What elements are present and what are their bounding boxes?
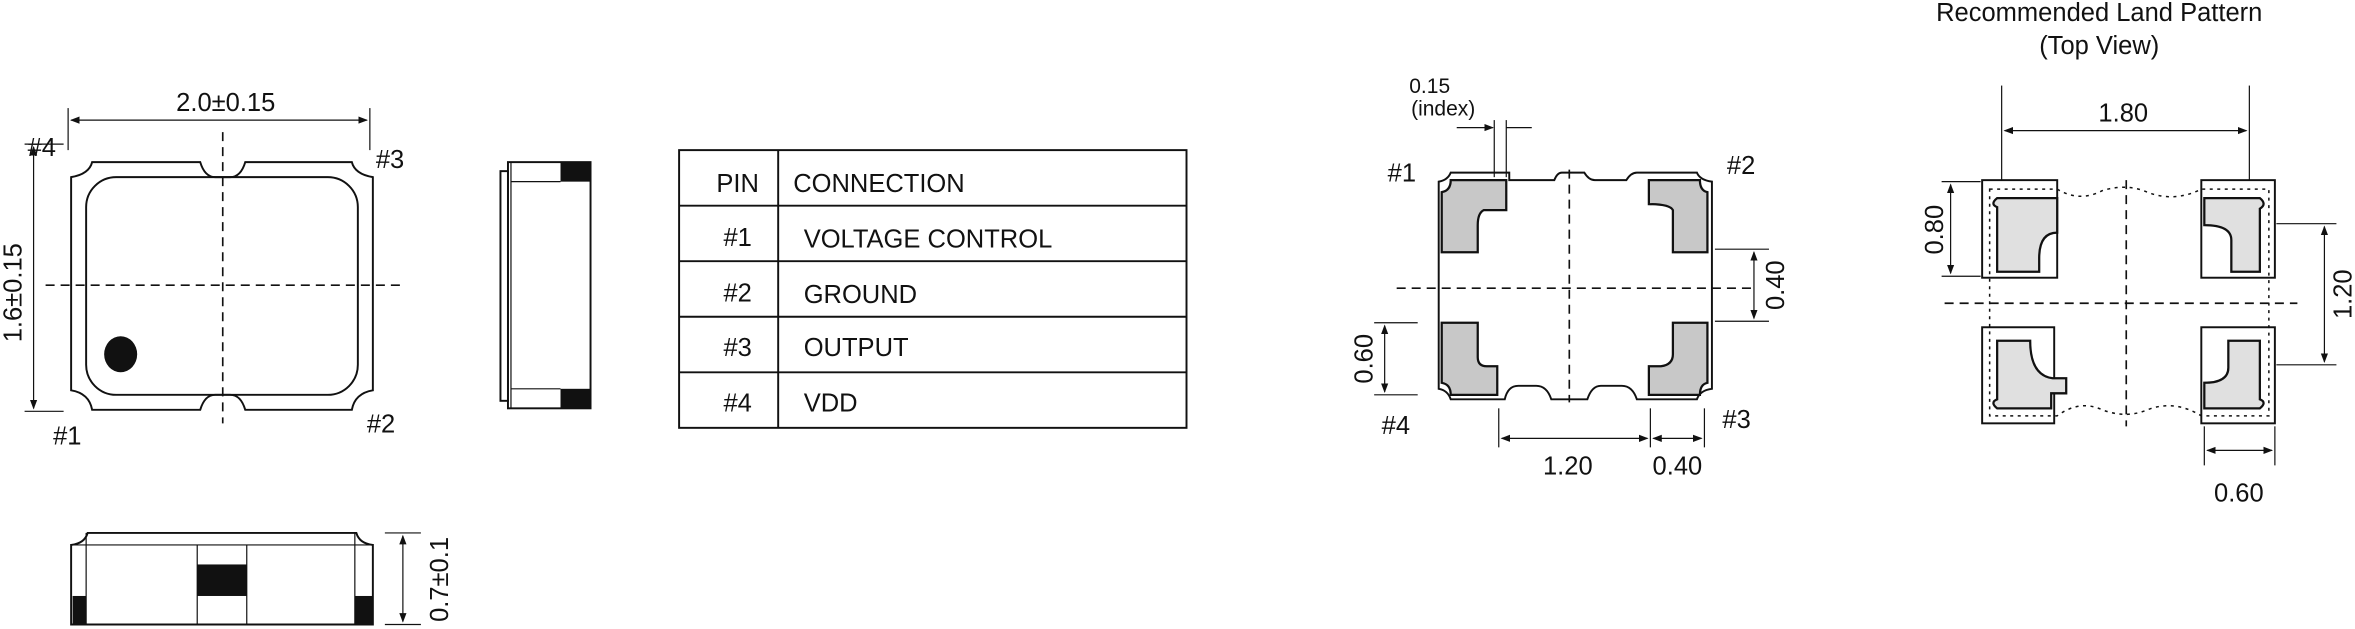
pin2-label: #2: [1727, 152, 1755, 180]
pad-gap-dim-label: 0.40: [1762, 260, 1790, 310]
land-width-dim-label: 1.80: [2098, 100, 2148, 128]
index-dim-label: 0.15: [1409, 75, 1450, 98]
table-cell-connection: GROUND: [804, 281, 917, 309]
table-cell-pin: #3: [723, 334, 751, 362]
terminal-bottom: [560, 388, 591, 409]
land-pad-4: [1981, 326, 2056, 425]
pad-1: [1440, 179, 1508, 254]
land-pad-3: [2200, 326, 2276, 425]
pad-view: 0.15 (index) #1 #2 #4 #3 0.40 0.60 1.20 …: [1351, 75, 1790, 480]
pin3-label: #3: [376, 146, 404, 174]
index-label: (index): [1411, 98, 1475, 121]
pad-height-dim-label: 0.60: [1351, 334, 1379, 384]
pin4-label: #4: [28, 134, 56, 162]
land-pattern: Recommended Land Pattern (Top View) 1.80…: [1921, 0, 2355, 507]
land-height-dim-label: 0.80: [1921, 205, 1949, 255]
center-terminal: [197, 564, 247, 596]
width-dim-label: 2.0±0.15: [176, 89, 275, 117]
land-pattern-subtitle: (Top View): [2039, 32, 2159, 60]
pin3-label: #3: [1722, 406, 1750, 434]
pin1-label: #1: [1388, 160, 1416, 188]
land-pad-2: [2200, 179, 2276, 279]
land-pad-width-dim-label: 0.60: [2214, 479, 2264, 507]
pad-3: [1647, 321, 1709, 396]
pad-width-dim-label: 0.40: [1653, 452, 1703, 480]
front-view: 0.7±0.1: [70, 531, 454, 626]
side-view: [499, 161, 592, 410]
pad-4: [1440, 321, 1499, 396]
pitch-dim-label: 1.20: [1543, 452, 1593, 480]
pad-2: [1647, 179, 1709, 254]
table-cell-connection: OUTPUT: [804, 334, 909, 362]
top-view: 2.0±0.15 1.6±0.15 #4 #3 #1 #2: [0, 89, 404, 450]
pin1-label: #1: [53, 422, 81, 450]
table-cell-pin: #2: [723, 280, 751, 308]
pin-connection-table: PIN CONNECTION #1 VOLTAGE CONTROL #2 GRO…: [678, 149, 1188, 429]
thickness-dim-label: 0.7±0.1: [426, 537, 454, 622]
pin4-label: #4: [1382, 412, 1410, 440]
header-connection: CONNECTION: [793, 170, 965, 198]
header-pin: PIN: [716, 170, 759, 198]
land-pattern-title: Recommended Land Pattern: [1936, 0, 2262, 27]
land-pitch-dim-label: 1.20: [2329, 269, 2355, 319]
table-cell-pin: #4: [723, 389, 751, 417]
table-cell-pin: #1: [723, 224, 751, 252]
terminal-top: [560, 162, 591, 182]
height-dim-label: 1.6±0.15: [0, 243, 28, 342]
pin2-label: #2: [367, 410, 395, 438]
pin1-marker-dot: [104, 336, 138, 373]
table-cell-connection: VOLTAGE CONTROL: [804, 226, 1053, 254]
table-cell-connection: VDD: [804, 389, 858, 417]
